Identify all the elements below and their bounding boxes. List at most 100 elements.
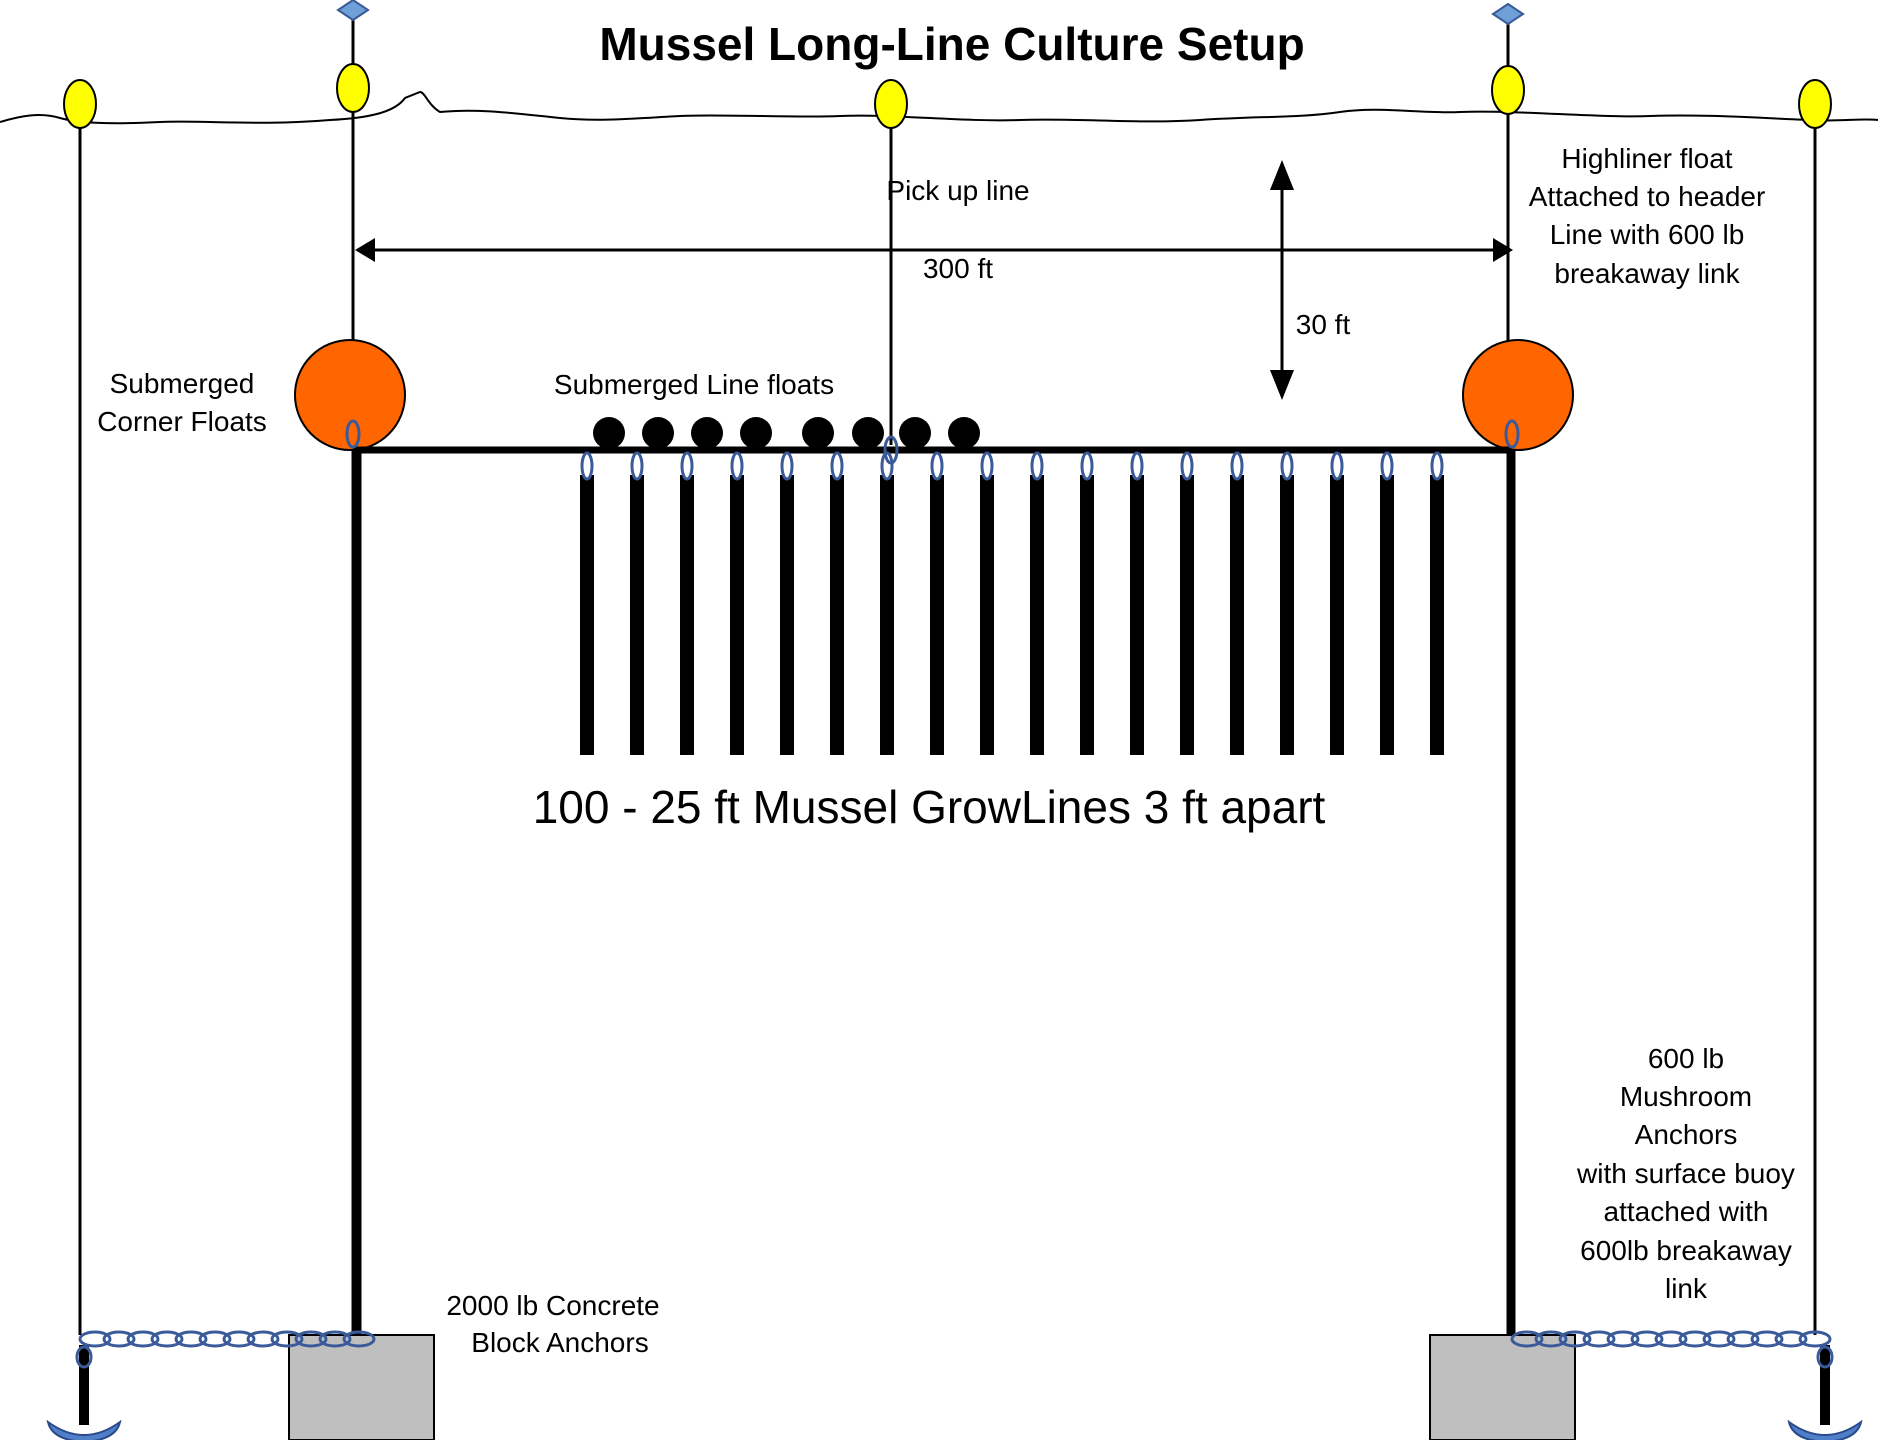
grow-line <box>980 475 994 755</box>
block-anchors-label-line: Block Anchors <box>471 1327 648 1358</box>
grow-line <box>1080 475 1094 755</box>
grow-line <box>830 475 844 755</box>
chain-link-icon <box>198 1330 232 1348</box>
line-float-icon <box>948 417 980 449</box>
highliner-label-line: Attached to header <box>1529 181 1766 212</box>
grow-line <box>1330 475 1344 755</box>
surface-buoy-icon <box>874 79 908 129</box>
chain-link-icon <box>150 1330 184 1348</box>
grow-line <box>1030 475 1044 755</box>
grow-lines-label: 100 - 25 ft Mussel GrowLines 3 ft apart <box>533 781 1326 833</box>
left-anchor-shackle-icon <box>75 1345 93 1369</box>
left-mushroom-anchor-icon <box>46 1419 122 1440</box>
right-anchor-shackle-icon <box>1816 1345 1834 1369</box>
surface-buoy-icon <box>1798 79 1832 129</box>
grow-line-shackle-icon <box>830 451 844 481</box>
chain-link-icon <box>1510 1330 1544 1348</box>
grow-line <box>680 475 694 755</box>
grow-line-shackle-icon <box>1330 451 1344 481</box>
right-concrete-block-anchor <box>1429 1334 1576 1440</box>
surface-buoy-icon <box>1491 65 1525 115</box>
chain-link-icon <box>174 1330 208 1348</box>
highliner-label-line: Highliner float <box>1561 143 1732 174</box>
mushroom-anchors-label-line: Mushroom <box>1620 1081 1752 1112</box>
anchor-chains <box>78 1330 1832 1348</box>
pick-up-line-label: Pick up line <box>886 175 1029 206</box>
grow-line-shackle-icon <box>1430 451 1444 481</box>
grow-line <box>930 475 944 755</box>
line-float-icon <box>642 417 674 449</box>
chain-link-icon <box>1606 1330 1640 1348</box>
grow-line <box>1380 475 1394 755</box>
grow-line <box>1180 475 1194 755</box>
depth-label: 30 ft <box>1296 309 1351 340</box>
grow-line-shackle-icon <box>1030 451 1044 481</box>
grow-line-shackle-icon <box>880 451 894 481</box>
grow-line-shackle-icon <box>730 451 744 481</box>
right-corner-float-icon <box>1462 339 1574 451</box>
highliner-label-line: Line with 600 lb <box>1550 219 1745 250</box>
diagram-title: Mussel Long-Line Culture Setup <box>599 18 1304 70</box>
left-corner-float-icon <box>294 339 406 451</box>
chain-link-icon <box>1726 1330 1760 1348</box>
span-dimension-arrow <box>355 238 1513 262</box>
mushroom-anchors-label-line: Anchors <box>1635 1119 1738 1150</box>
highliner-label: Highliner float Attached to header Line … <box>1529 143 1766 289</box>
mushroom-anchors-label-line: 600 lb <box>1648 1043 1724 1074</box>
grow-line <box>1230 475 1244 755</box>
grow-line <box>880 475 894 755</box>
grow-line-shackle-icon <box>1280 451 1294 481</box>
grow-line <box>1130 475 1144 755</box>
chain-link-icon <box>318 1330 352 1348</box>
line-float-icon <box>802 417 834 449</box>
right-mushroom-anchor-icon <box>1787 1419 1863 1440</box>
surface-buoy-icon <box>336 63 370 113</box>
grow-line-shackle-icon <box>980 451 994 481</box>
water-surface <box>0 90 1878 125</box>
chain-link-icon <box>294 1330 328 1348</box>
corner-floats-label-line: Submerged <box>110 368 255 399</box>
grow-line-shackle-icon <box>630 451 644 481</box>
surface-buoys <box>63 63 1832 129</box>
right-corner-shackle-icon <box>1504 419 1520 449</box>
chain-link-icon <box>78 1330 112 1348</box>
chain-link-icon <box>246 1330 280 1348</box>
grow-line-shackle-icon <box>1080 451 1094 481</box>
chain-link-icon <box>102 1330 136 1348</box>
mushroom-anchors-label-line: 600lb breakaway <box>1580 1235 1792 1266</box>
span-label: 300 ft <box>923 253 993 284</box>
chain-link-icon <box>1774 1330 1808 1348</box>
grow-line <box>1430 475 1444 755</box>
left-corner-shackle-icon <box>345 419 361 449</box>
pickup-shackle-icon <box>883 435 899 465</box>
grow-line <box>1280 475 1294 755</box>
mushroom-anchors-label-line: attached with <box>1604 1196 1769 1227</box>
chain-link-icon <box>1702 1330 1736 1348</box>
mushroom-anchors-label-line: link <box>1665 1273 1708 1304</box>
grow-line-shackle-icon <box>1230 451 1244 481</box>
grow-line-shackle-icon <box>780 451 794 481</box>
chain-link-icon <box>1750 1330 1784 1348</box>
grow-line <box>580 475 594 755</box>
submerged-line-floats <box>593 417 980 449</box>
chain-link-icon <box>1654 1330 1688 1348</box>
grow-line-shackle-icon <box>580 451 594 481</box>
grow-line-shackle-icon <box>930 451 944 481</box>
grow-line <box>780 475 794 755</box>
chain-link-icon <box>222 1330 256 1348</box>
line-float-icon <box>740 417 772 449</box>
line-float-icon <box>899 417 931 449</box>
chain-link-icon <box>126 1330 160 1348</box>
chain-link-icon <box>1678 1330 1712 1348</box>
grow-line-shackle-icon <box>680 451 694 481</box>
grow-line-shackle-icon <box>1130 451 1144 481</box>
chain-link-icon <box>1582 1330 1616 1348</box>
grow-line-shackle-icon <box>1180 451 1194 481</box>
corner-floats-label: Submerged Corner Floats <box>97 368 267 437</box>
line-floats-label: Submerged Line floats <box>554 369 834 400</box>
chain-link-icon <box>342 1330 376 1348</box>
line-float-icon <box>593 417 625 449</box>
mushroom-anchors-label: 600 lb Mushroom Anchors with surface buo… <box>1576 1043 1795 1304</box>
